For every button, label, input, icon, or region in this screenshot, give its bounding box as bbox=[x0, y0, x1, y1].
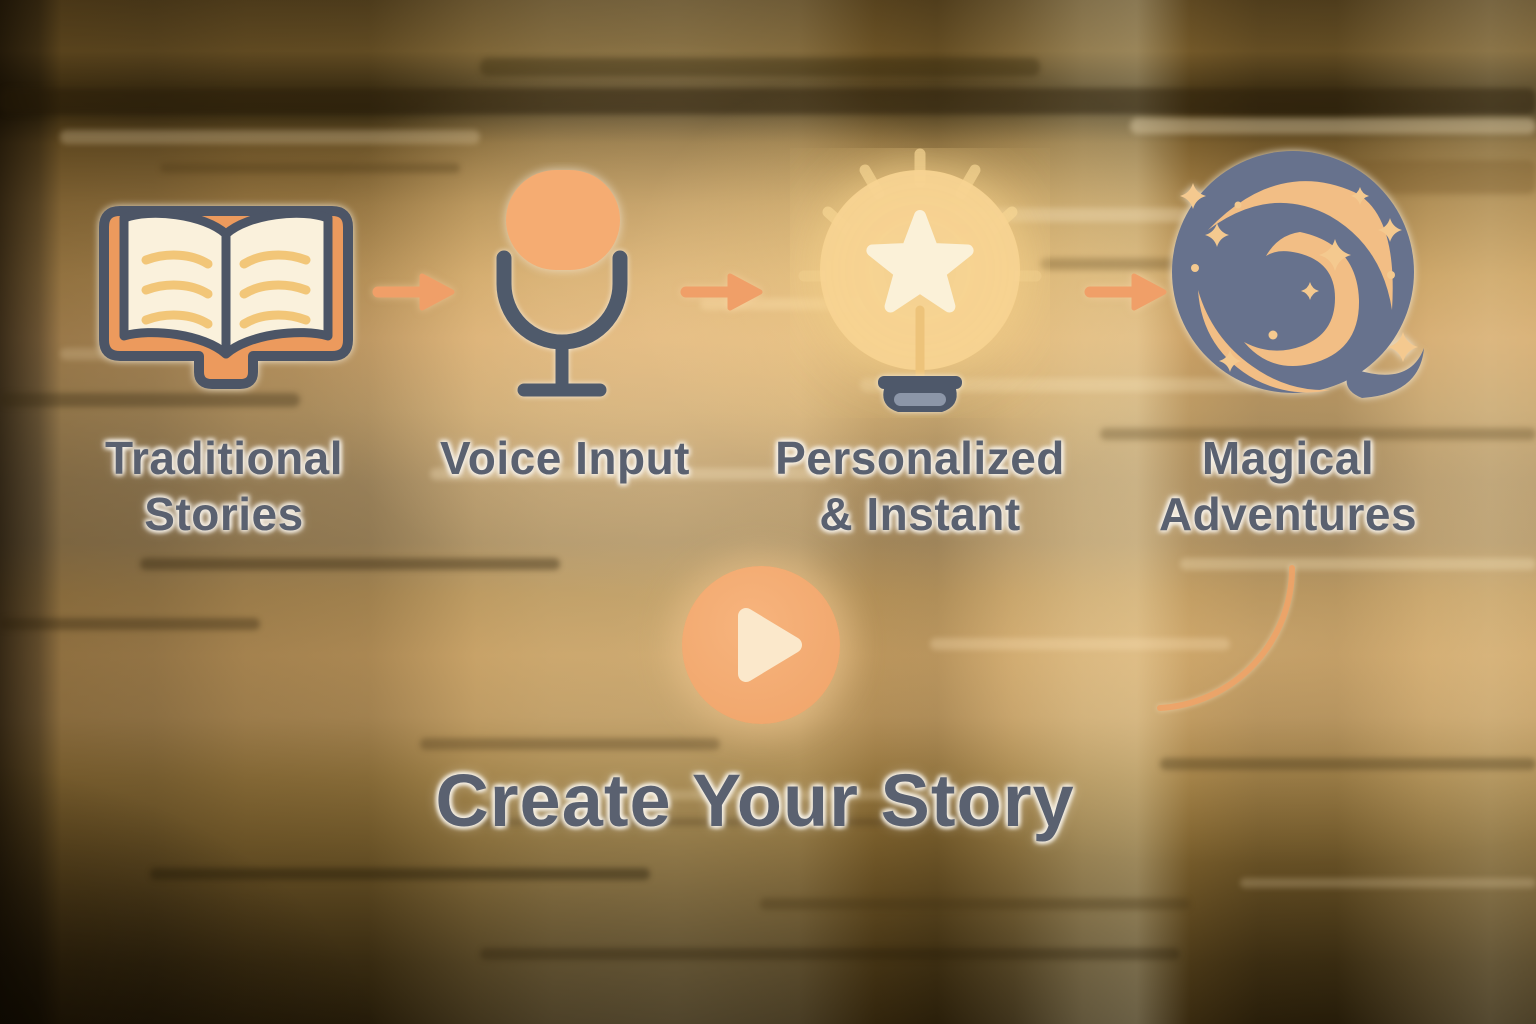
page-title: Create Your Story bbox=[435, 759, 1075, 842]
step-label-personalized-instant: Personalized & Instant bbox=[775, 432, 1065, 541]
arrow-right-icon bbox=[680, 273, 763, 311]
crescent-arc-decoration bbox=[1157, 565, 1296, 711]
lightbulb-idea-icon bbox=[798, 148, 1042, 412]
arrow-right-icon bbox=[1084, 273, 1167, 311]
step-label-voice-input: Voice Input bbox=[440, 432, 690, 484]
galaxy-swirl-icon bbox=[1172, 151, 1424, 398]
open-book-icon bbox=[99, 206, 353, 389]
microphone-icon bbox=[496, 170, 628, 397]
sparkle-stars bbox=[1180, 183, 1418, 372]
step-label-magical-adventures: Magical Adventures bbox=[1158, 432, 1418, 541]
arrow-right-icon bbox=[372, 273, 455, 311]
step-label-traditional-stories: Traditional Stories bbox=[104, 432, 344, 541]
play-triangle-icon bbox=[738, 608, 802, 682]
play-button[interactable] bbox=[682, 566, 840, 724]
